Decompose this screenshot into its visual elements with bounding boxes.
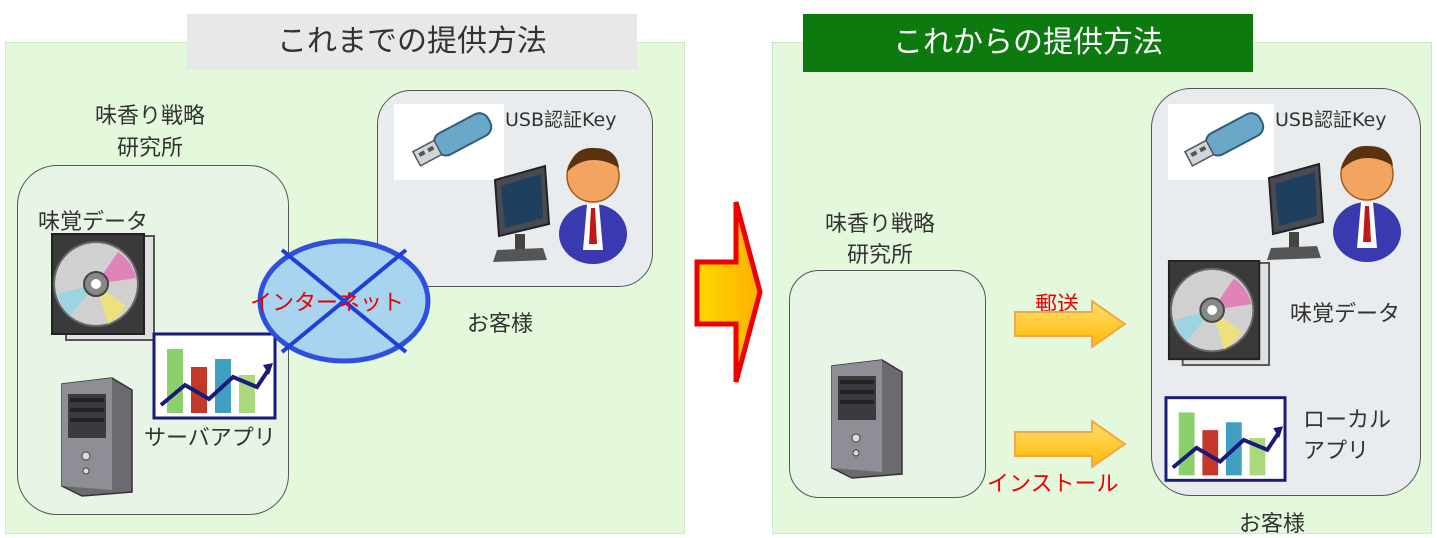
left-lab-label-line2: 研究所 (116, 136, 183, 161)
local-app-chart-icon (1164, 396, 1287, 482)
right-usb-label: USB認証Key (1275, 109, 1387, 131)
right-install-label: インストール (987, 472, 1119, 497)
server-icon (61, 377, 133, 497)
right-local-app-line2: アプリ (1303, 439, 1370, 464)
internet-blocked-icon (257, 238, 431, 364)
left-customer-label: お客様 (467, 312, 534, 337)
left-internet-label: インターネット (250, 291, 405, 316)
cd-icon-right (1167, 260, 1271, 367)
right-local-app-line1: ローカル (1303, 408, 1392, 433)
usb-key-icon-right (1183, 112, 1265, 167)
transition-arrow (694, 201, 763, 383)
left-lab-label-line1: 味香り戦略 (94, 104, 205, 129)
left-title: これまでの提供方法 (187, 14, 637, 70)
right-lab-label-line1: 味香り戦略 (824, 212, 935, 237)
right-taste-data-label: 味覚データ (1290, 302, 1401, 327)
app-chart-icon (152, 332, 277, 420)
server-icon-right (831, 359, 903, 479)
right-title: これからの提供方法 (803, 14, 1253, 72)
usb-key-icon (411, 112, 493, 167)
left-taste-data-label: 味覚データ (38, 210, 149, 235)
install-arrow (1014, 419, 1127, 469)
cd-icon (51, 233, 155, 341)
mail-arrow (1014, 299, 1127, 349)
right-customer-label: お客様 (1239, 512, 1306, 537)
left-usb-label: USB認証Key (505, 109, 617, 131)
left-server-app-label: サーバアプリ (144, 426, 276, 451)
user-computer-icon (493, 147, 627, 264)
right-lab-label-line2: 研究所 (846, 243, 913, 268)
user-computer-icon-right (1267, 145, 1401, 262)
